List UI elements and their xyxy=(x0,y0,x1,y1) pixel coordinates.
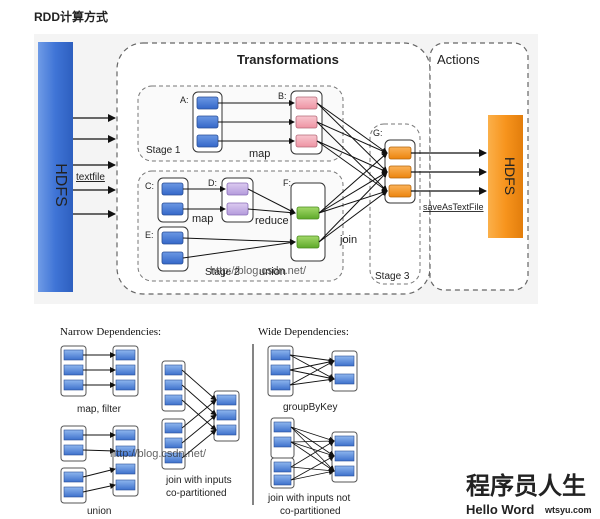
partition-a3 xyxy=(196,134,219,148)
rdd-label-d: D: xyxy=(208,178,217,188)
join-noncopart-label-line1: join with inputs not xyxy=(267,493,350,504)
partition-d1 xyxy=(226,182,249,196)
hdfs-left-bar xyxy=(38,42,73,292)
groupbykey-label: groupByKey xyxy=(283,402,337,413)
join-copart-label-line1: join with inputs xyxy=(165,475,232,486)
hdfs-left-label: HDFS xyxy=(52,163,69,207)
partition-c2 xyxy=(161,202,184,216)
hdfs-right-label: HDFS xyxy=(502,157,518,195)
rdd-label-a: A: xyxy=(180,95,189,105)
save-as-textfile-label: saveAsTextFile xyxy=(423,202,484,212)
dep-groupbykey xyxy=(267,345,358,397)
stage-3-box xyxy=(369,123,421,285)
rdd-label-e: E: xyxy=(145,230,154,240)
wide-dependencies-title: Wide Dependencies: xyxy=(258,326,349,338)
join-label: join xyxy=(339,234,357,246)
reduce-label: reduce xyxy=(255,215,289,227)
input-arrows xyxy=(73,114,116,218)
dependencies-diagram: Narrow Dependencies: Wide Dependencies: … xyxy=(38,318,382,518)
watermark-url-bottom: http://blog.csdn.net/ xyxy=(110,448,207,460)
dep-join-copartitioned xyxy=(161,360,240,470)
rdd-label-g: G: xyxy=(373,128,383,138)
textfile-label: textfile xyxy=(76,172,105,183)
actions-label: Actions xyxy=(437,52,480,67)
partition-b3 xyxy=(295,134,318,148)
transformations-label: Transformations xyxy=(237,52,339,67)
partition-f2 xyxy=(296,235,320,249)
bottom-panel-bg xyxy=(38,318,382,518)
rdd-f xyxy=(290,182,326,262)
brand-en: Hello Word xyxy=(466,502,534,517)
map-label-stage1: map xyxy=(249,148,270,160)
watermark-url-top: http://blog.csdn.net/ xyxy=(210,265,307,277)
stage-1-label: Stage 1 xyxy=(146,145,181,156)
rdd-label-c: C: xyxy=(145,181,154,191)
partition-g3 xyxy=(388,184,412,198)
map-filter-label: map, filter xyxy=(77,404,122,415)
union-label: union xyxy=(259,266,286,278)
partition-e2 xyxy=(161,251,184,265)
map-label-stage2: map xyxy=(192,213,213,225)
rdd-label-b: B: xyxy=(278,91,287,101)
union-dep-label: union xyxy=(87,506,111,517)
rdd-edges xyxy=(182,100,388,259)
partition-d2 xyxy=(226,202,249,216)
page-title: RDD计算方式 xyxy=(34,9,108,24)
partition-b2 xyxy=(295,115,318,129)
stage-3-label: Stage 3 xyxy=(375,271,410,282)
partition-c1 xyxy=(161,182,184,196)
transformations-diagram: Transformations Actions Stage 1 Stage 2 … xyxy=(34,34,538,304)
stage-2-label: Stage 2 xyxy=(205,267,240,278)
partition-f1 xyxy=(296,206,320,220)
join-noncopart-label-line2: co-partitioned xyxy=(280,506,341,517)
partition-e1 xyxy=(161,231,184,245)
partition-b1 xyxy=(295,96,318,110)
partition-g1 xyxy=(388,146,412,160)
brand-cn: 程序员人生 xyxy=(466,472,586,500)
partition-a2 xyxy=(196,115,219,129)
brand-watermark: 程序员人生 Hello Word wtsyu.com xyxy=(466,472,592,517)
rdd-label-f: F: xyxy=(283,178,291,188)
narrow-dependencies-title: Narrow Dependencies: xyxy=(60,326,161,338)
brand-site: wtsyu.com xyxy=(544,505,592,515)
dep-map-filter xyxy=(60,345,139,397)
partitions xyxy=(161,96,412,265)
output-arrows xyxy=(411,149,487,195)
partition-a1 xyxy=(196,96,219,110)
hdfs-right-bar xyxy=(488,115,523,238)
dep-union xyxy=(60,425,139,504)
dep-join-not-copartitioned xyxy=(270,417,358,489)
partition-g2 xyxy=(388,165,412,179)
join-copart-label-line2: co-partitioned xyxy=(166,488,227,499)
